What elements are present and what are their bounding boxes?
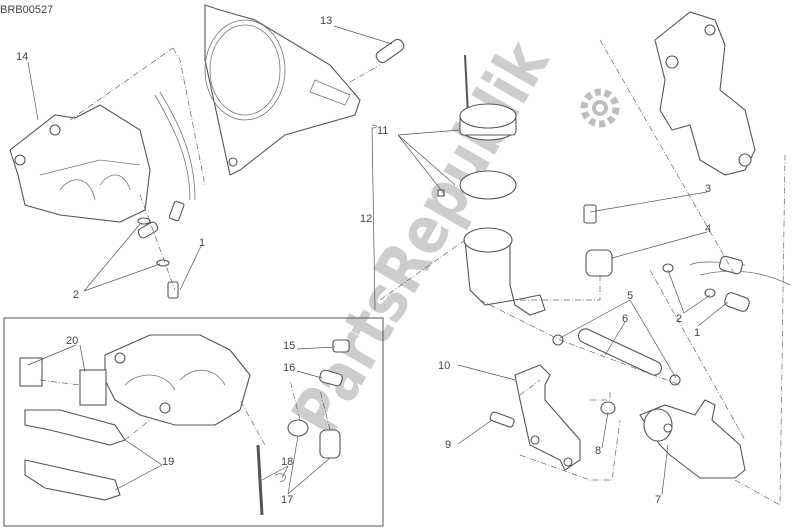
- label-13: 13: [320, 15, 332, 27]
- label-17: 17: [281, 494, 293, 506]
- label-2-left: 2: [73, 289, 79, 301]
- pin-18: [256, 444, 286, 516]
- label-3: 3: [705, 183, 711, 195]
- label-7: 7: [655, 494, 661, 506]
- bolt-13: [375, 38, 405, 64]
- label-1-left: 1: [199, 237, 205, 249]
- pad-spring-20: [19, 357, 107, 406]
- label-10: 10: [438, 360, 450, 372]
- leader-11: [397, 129, 461, 196]
- hose-6: [578, 328, 662, 376]
- label-18: 18: [281, 456, 293, 468]
- assembly-lines-right: [379, 39, 786, 506]
- label-12: 12: [360, 213, 372, 225]
- caliper-detail-inset: [3, 317, 384, 527]
- label-20: 20: [66, 335, 78, 347]
- assembly-lines-inset: [39, 379, 331, 446]
- assembly-lines-left: [69, 47, 381, 291]
- label-5: 5: [627, 290, 633, 302]
- label-16: 16: [283, 362, 295, 374]
- brake-pads-19: [24, 409, 126, 501]
- label-4: 4: [705, 223, 711, 235]
- bleed-screw-15: [332, 339, 350, 353]
- banjo-fitting-left: [137, 200, 185, 299]
- bleed-cap-16: [319, 369, 343, 387]
- plugs-17: [287, 419, 341, 459]
- brake-fluid-reservoir: [437, 54, 546, 316]
- label-11: 11: [377, 125, 388, 137]
- bracket-10: [514, 364, 581, 471]
- brake-hose: [154, 91, 196, 201]
- label-19: 19: [162, 456, 174, 468]
- label-8: 8: [595, 445, 601, 457]
- master-cylinder-7: [639, 399, 746, 479]
- label-1-right: 1: [694, 327, 700, 339]
- label-14: 14: [16, 51, 28, 63]
- label-9: 9: [445, 439, 451, 451]
- rear-brake-caliper: [9, 104, 151, 223]
- callout-labels: 14 13 11 12 3 4 2 1 5 6 10 9 8 7 2 1 20 …: [16, 15, 711, 506]
- grommet-4: [585, 249, 613, 277]
- gear-icon: [580, 88, 620, 128]
- caliper-bracket-right: [654, 11, 756, 176]
- caliper-detail: [104, 334, 251, 426]
- label-6: 6: [622, 313, 628, 325]
- leader-lines: [27, 25, 729, 496]
- diagram-code: BRB00527: [0, 4, 53, 16]
- bracket-12: [371, 124, 377, 311]
- label-15: 15: [283, 340, 295, 352]
- bolt-3: [583, 204, 597, 224]
- caliper-bracket: [204, 4, 361, 176]
- label-2-right: 2: [676, 313, 682, 325]
- bolt-9: [489, 411, 515, 428]
- banjo-fitting-right: [662, 255, 791, 312]
